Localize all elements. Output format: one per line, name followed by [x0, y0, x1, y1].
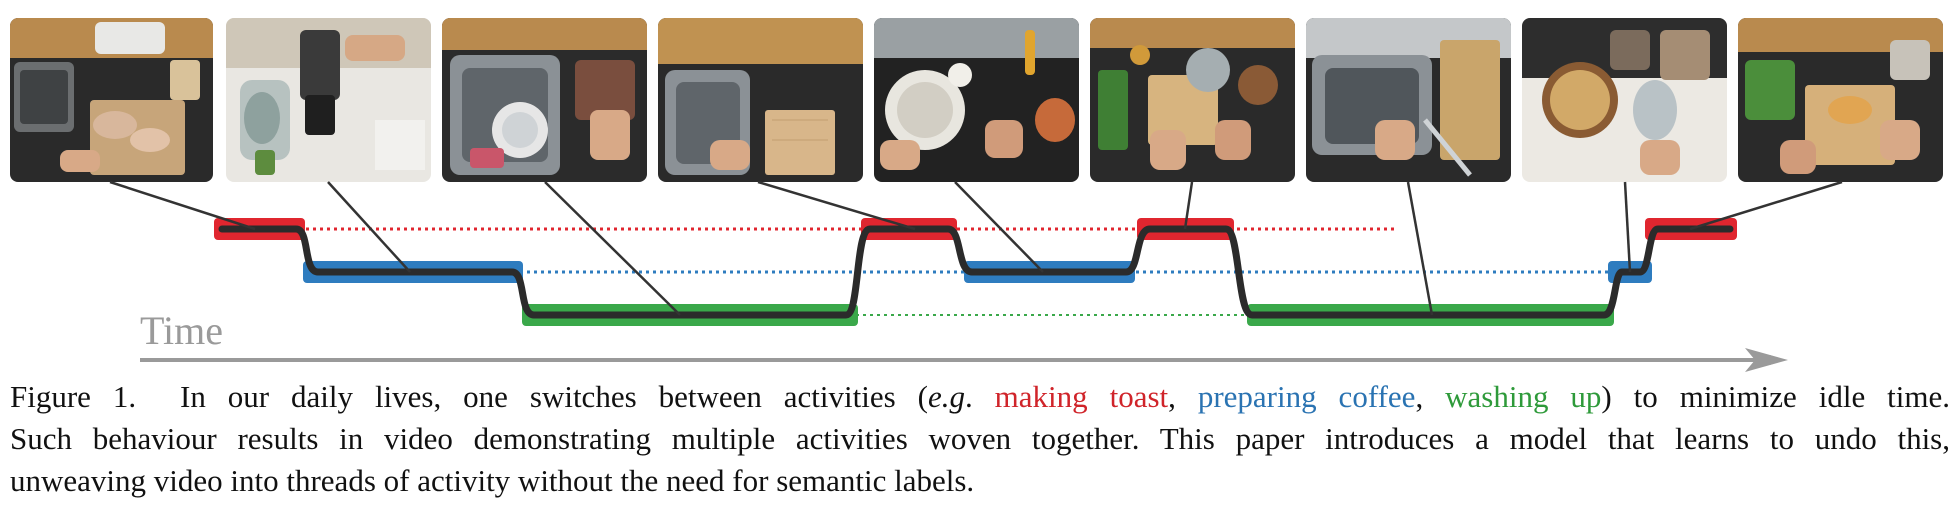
caption-preparing-coffee: preparing coffee: [1197, 379, 1416, 414]
caption-comma-2: ,: [1415, 379, 1446, 414]
caption-eg: e.g: [927, 379, 965, 414]
caption-line-1: Figure 1. In our daily lives, one switch…: [10, 376, 1950, 418]
frame-connectors: [109, 180, 1843, 316]
video-frame-2: [226, 18, 431, 182]
activity-timeline-figure: Time: [10, 18, 1943, 372]
video-frame-7: [1306, 18, 1511, 182]
activity-path: [218, 225, 1734, 319]
caption-comma-1: ,: [1168, 379, 1198, 414]
caption-figure-label: Figure 1.: [10, 379, 137, 414]
time-label: Time: [140, 308, 223, 353]
caption-line-3: unweaving video into threads of activity…: [10, 463, 975, 498]
figure-caption: Figure 1. In our daily lives, one switch…: [10, 376, 1950, 502]
video-frame-1: [10, 18, 213, 182]
caption-text-1b: ) to minimize idle time.: [1601, 379, 1950, 414]
caption-washing-up: washing up: [1445, 379, 1602, 414]
video-frame-4: [658, 18, 863, 182]
video-frame-8: [1522, 18, 1727, 182]
video-frame-3: [442, 18, 647, 182]
caption-eg-dot: .: [964, 379, 995, 414]
video-frame-9: [1738, 18, 1943, 182]
caption-making-toast: making toast: [994, 379, 1169, 414]
caption-text-1: In our daily lives, one switches between…: [180, 379, 928, 414]
video-frame-6: [1090, 18, 1295, 182]
caption-line-2: Such behaviour results in video demonstr…: [10, 421, 1950, 456]
time-axis-arrowhead: [1745, 348, 1788, 372]
video-frame-5: [874, 18, 1079, 182]
